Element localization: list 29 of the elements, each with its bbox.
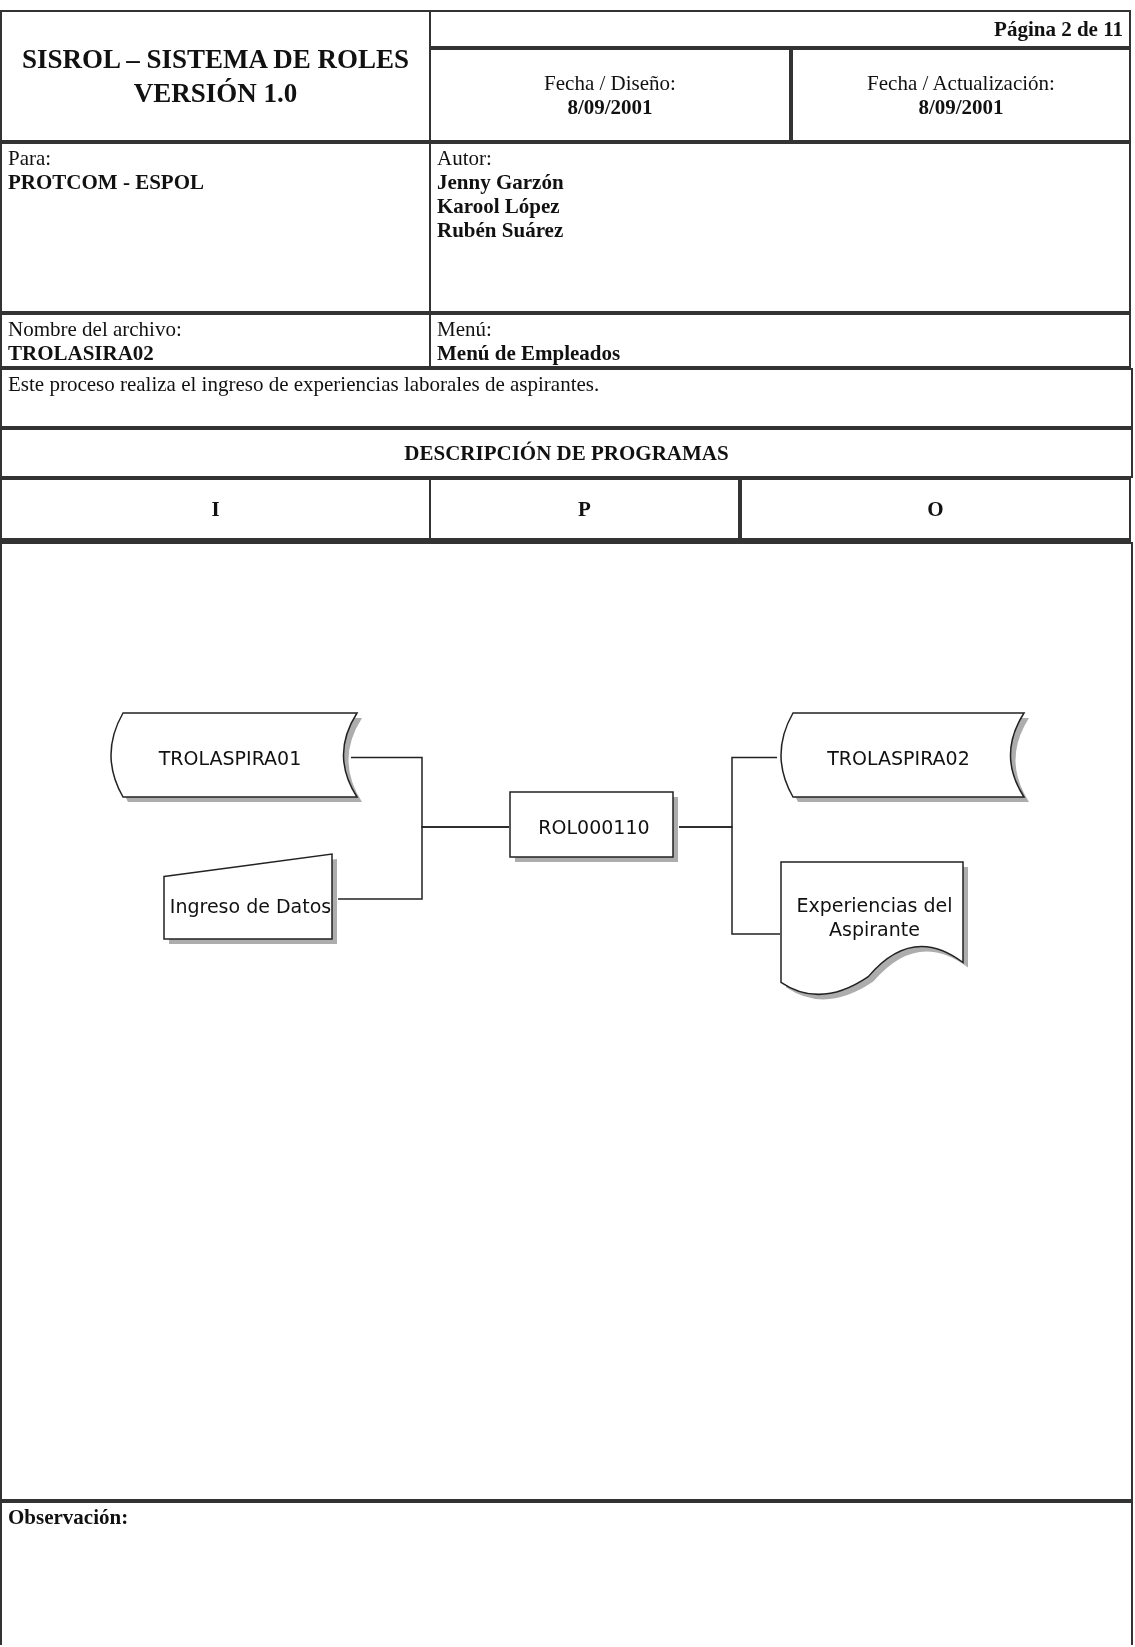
column-heading: P	[578, 497, 591, 521]
shape-label: Experiencias del Aspirante	[795, 893, 954, 941]
field-label: Observación:	[8, 1505, 129, 1529]
column-heading: O	[927, 497, 944, 521]
author-name: Rubén Suárez	[437, 218, 564, 242]
document-title: SISROL – SISTEMA DE ROLES VERSIÓN 1.0	[20, 43, 411, 110]
connector-line	[678, 826, 781, 935]
field-label: Para:	[8, 146, 52, 170]
author-name: Karool López	[437, 194, 560, 218]
field-label: Fecha / Diseño:	[544, 71, 676, 95]
shape-label: TROLASPIRA02	[827, 745, 970, 770]
connector-line	[337, 826, 510, 900]
field-label: Nombre del archivo:	[8, 317, 182, 341]
shape-label: TROLASPIRA01	[158, 745, 302, 770]
column-heading: I	[211, 497, 220, 521]
field-value: Menú de Empleados	[437, 341, 621, 365]
description-text: Este proceso realiza el ingreso de experiencias laborales de aspirantes.	[8, 372, 600, 396]
field-value: 8/09/2001	[918, 95, 1004, 119]
field-label: Menú:	[437, 317, 492, 341]
section-heading: DESCRIPCIÓN DE PROGRAMAS	[404, 441, 729, 465]
shape-label: Ingreso de Datos	[169, 894, 332, 918]
page-number: Página 2 de 11	[994, 17, 1123, 41]
field-label: Fecha / Actualización:	[867, 71, 1055, 95]
field-value: TROLASIRA02	[8, 341, 154, 365]
author-name: Jenny Garzón	[437, 170, 564, 194]
field-value: 8/09/2001	[567, 95, 653, 119]
field-label: Autor:	[437, 146, 492, 170]
shape-label: ROL000110	[538, 815, 650, 839]
field-value: PROTCOM - ESPOL	[8, 170, 204, 194]
